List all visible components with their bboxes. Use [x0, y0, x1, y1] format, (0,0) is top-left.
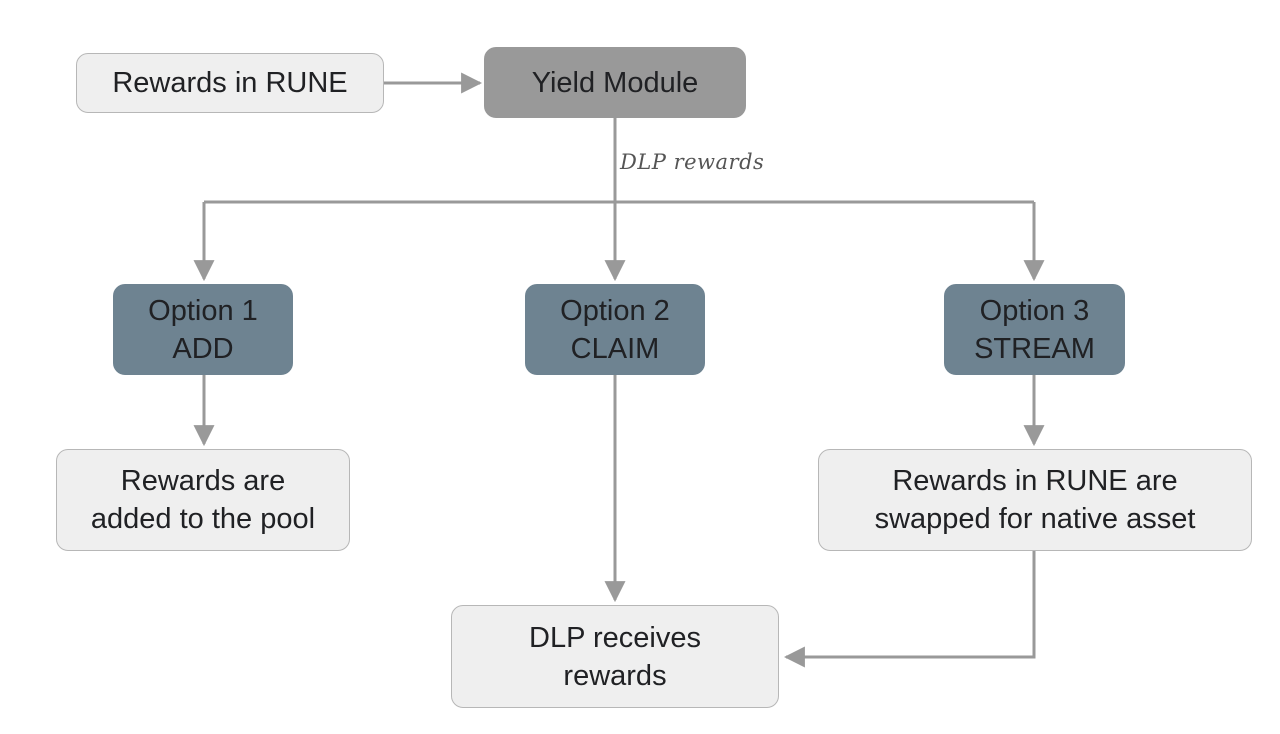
- node-dlp-receives-line-1: DLP receives: [529, 621, 701, 654]
- node-yield-module-text: Yield Module: [531, 66, 699, 99]
- node-option-2-line-2: CLAIM: [570, 332, 660, 365]
- node-option-3-line-1: Option 3: [979, 294, 1090, 327]
- node-rewards-in-rune: Rewards in RUNE: [76, 53, 384, 113]
- node-added-to-pool: Rewards are added to the pool: [56, 449, 350, 551]
- node-added-to-pool-line-2: added to the pool: [90, 503, 316, 535]
- node-dlp-receives-line-2: rewards: [563, 659, 667, 692]
- node-option-2: Option 2 CLAIM: [525, 284, 705, 375]
- node-option-1-line-1: Option 1: [148, 294, 258, 327]
- node-option-1: Option 1 ADD: [113, 284, 293, 375]
- node-swapped: Rewards in RUNE are swapped for native a…: [818, 449, 1252, 551]
- node-dlp-receives: DLP receives rewards: [451, 605, 779, 708]
- node-yield-module: Yield Module: [484, 47, 746, 118]
- node-option-3-line-2: STREAM: [974, 332, 1095, 365]
- edge-label-dlp-rewards: DLP rewards: [620, 150, 765, 174]
- node-swapped-line-2: swapped for native asset: [874, 503, 1196, 535]
- node-rewards-in-rune-text: Rewards in RUNE: [112, 67, 348, 99]
- node-swapped-line-1: Rewards in RUNE are: [892, 465, 1178, 497]
- node-option-1-line-2: ADD: [172, 332, 234, 365]
- node-added-to-pool-line-1: Rewards are: [120, 465, 286, 497]
- edge-swapped-to-dlp: [783, 551, 1036, 668]
- node-option-3: Option 3 STREAM: [944, 284, 1125, 375]
- node-option-2-line-1: Option 2: [560, 294, 670, 327]
